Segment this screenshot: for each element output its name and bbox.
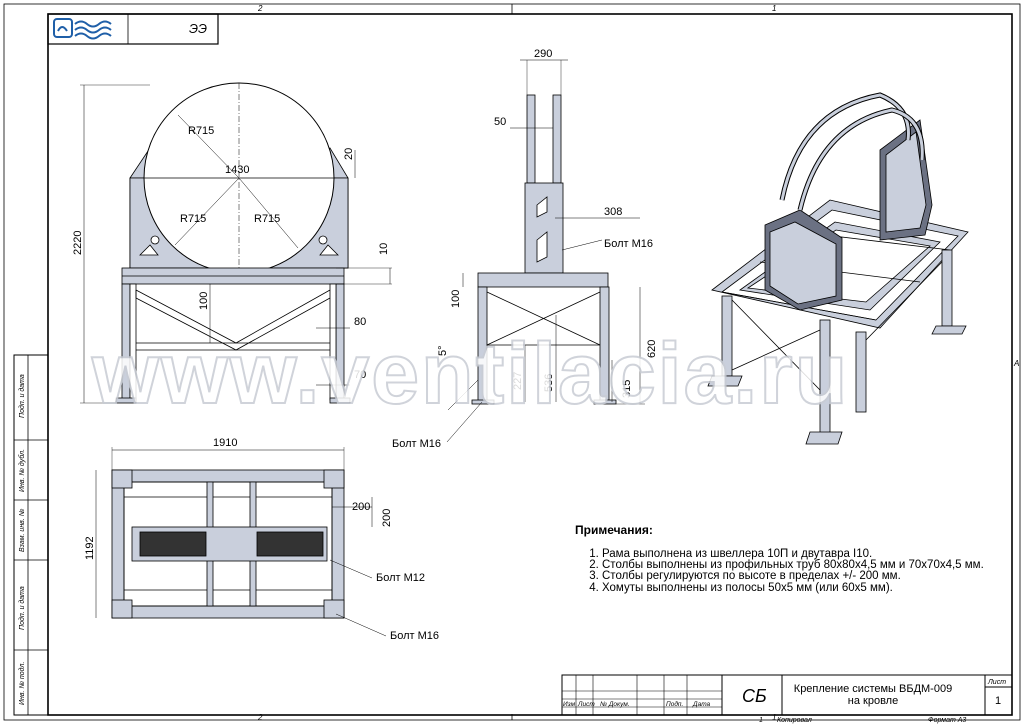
tb-doc-code: СБ [742,686,767,706]
plan-view [95,447,387,637]
tb-sheet-label: Лист [987,679,1006,686]
front-dim-80: 80 [354,316,366,328]
tb-copied: Копировал [777,717,812,724]
plan-dim-1910: 1910 [213,437,237,449]
stamp-code: ЭЭ [189,21,207,36]
watermark: www.ventilacia.ru [91,325,850,423]
notes-block: Примечания: Рама выполнена из швеллера 1… [575,523,1005,594]
tb-bottom-num: 1 [759,717,763,724]
tb-col-sign: Подп. [666,700,683,708]
note-item: Столбы регулируются по высоте в пределах… [602,571,1005,583]
side-bolt-bottom-label: Болт М16 [392,438,441,450]
plan-dim-200-v: 200 [381,509,393,527]
plan-bolt-m12-label: Болт М12 [376,572,425,584]
company-logo-icon [53,18,112,40]
front-dim-1430: 1430 [225,164,249,176]
zone-bottom-left: 2 [257,713,263,722]
strip-label-4: Подп. и дата [18,586,26,630]
tb-title-line2: на кровле [848,695,898,707]
front-dim-2220: 2220 [72,231,84,255]
zone-top-left: 2 [257,4,263,13]
front-dim-20: 20 [343,148,355,160]
side-dim-315: 315 [621,380,633,398]
front-dim-100: 100 [198,292,210,310]
side-view [446,59,645,443]
tb-format: Формат А3 [928,717,966,724]
zone-side-a: A [1013,359,1019,368]
strip-label-1: Подп. и дата [18,374,26,418]
logo-stamp: ЭЭ [47,13,219,45]
notes-title: Примечания: [575,523,653,537]
side-dim-227: 227 [512,372,524,390]
tb-col-date: Дата [692,701,711,708]
side-dim-308: 308 [604,206,622,218]
side-dim-290: 290 [534,48,552,60]
note-item: Хомуты выполнены из полосы 50х5 мм (или … [602,582,1005,594]
zone-bottom-right: 1 [772,713,776,722]
tb-col-list: Лист [577,701,595,708]
strip-label-5: Инв. № подл. [18,662,26,705]
notes-list: Рама выполнена из швеллера 10П и двутавр… [575,548,1005,594]
side-dim-angle: 5° [437,345,449,356]
side-dim-620: 620 [646,340,658,358]
side-dim-100: 100 [450,290,462,308]
front-view [80,82,392,404]
plan-dim-200-h: 200 [352,501,370,513]
tb-title-line1: Крепление системы ВБДМ-009 [794,683,952,695]
side-dim-50: 50 [494,116,506,128]
title-block [561,674,1013,716]
tb-col-izm: Изм [563,701,576,708]
isometric-view [707,92,969,445]
front-dim-10: 10 [378,243,390,255]
plan-dim-1192: 1192 [84,536,96,560]
front-dim-r715-a: R715 [188,125,214,137]
tb-sheet-no: 1 [995,695,1001,707]
note-item: Рама выполнена из швеллера 10П и двутавр… [602,548,1005,560]
front-dim-r715-b: R715 [180,213,206,225]
note-item: Столбы выполнены из профильных труб 80х8… [602,559,1005,571]
front-dim-70: 70 [354,369,366,381]
side-strip: Подп. и дата Инв. № дубл. Взам. инв. № П… [13,354,49,716]
strip-label-3: Взам. инв. № [19,508,26,552]
front-dim-r715-c: R715 [254,213,280,225]
zone-top-right: 1 [772,4,776,13]
tb-col-doc: № Докум. [600,701,630,708]
side-dim-536: 536 [543,374,555,392]
plan-bolt-m16-label: Болт М16 [390,630,439,642]
strip-label-2: Инв. № дубл. [18,449,26,492]
side-bolt-top-label: Болт М16 [604,238,653,250]
